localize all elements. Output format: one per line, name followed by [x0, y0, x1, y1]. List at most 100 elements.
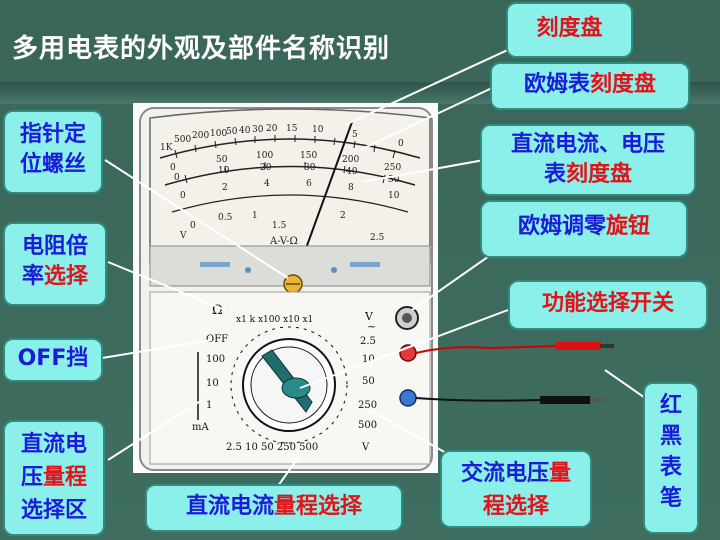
dc-scale-arc: [164, 165, 416, 186]
label-ohm-scale: 欧姆表刻度盘: [490, 62, 690, 110]
label-function-switch: 功能选择开关: [508, 280, 708, 330]
ohm-tick-5: 5: [352, 130, 358, 140]
row4-8: 8: [348, 183, 354, 193]
ma-label: mA: [192, 422, 209, 433]
right-scale-2-5: 2.5: [360, 336, 376, 347]
row4-0: 0: [180, 191, 186, 201]
label-pointer-screw: 指针定位螺丝: [3, 110, 103, 194]
row3-30: 30: [304, 163, 316, 173]
leader-dcv-range: [107, 399, 203, 461]
label-dcv-range-b: 量程: [43, 465, 88, 490]
label-ohm-zero-b: 旋钮: [606, 214, 651, 239]
label-dial: 刻度盘: [506, 2, 633, 58]
off-label: OFF: [206, 334, 228, 345]
leader-dial: [344, 41, 526, 126]
row4-2: 2: [222, 183, 228, 193]
row3-40: 40: [346, 167, 358, 177]
label-off-text: OFF挡: [17, 346, 89, 371]
label-acv-range-b: 量: [549, 461, 572, 486]
ohm-scale-arc: [159, 138, 421, 159]
label-ohm-mult-a: 电阻倍率: [21, 234, 88, 289]
label-dc-scale-c: 刻度盘: [566, 162, 633, 187]
v-symbol: V: [364, 310, 374, 323]
band-slot-right: [350, 262, 380, 267]
left-scale-10: 10: [206, 378, 219, 389]
row5-0: 0: [190, 221, 196, 231]
ohm-tick-100: 100: [210, 129, 227, 139]
band-dot-right: [331, 267, 337, 273]
leader-ohm-mult: [107, 261, 226, 311]
ohm-tick-40: 40: [239, 126, 251, 136]
row2-50: 50: [216, 155, 228, 165]
row3-20: 20: [260, 163, 272, 173]
row3-0: 0: [174, 173, 180, 183]
row2-100: 100: [256, 151, 273, 161]
label-function-switch-text: 功能选择开关: [541, 291, 674, 316]
right-scale-50: 50: [362, 376, 375, 387]
label-acv-range-a: 交流电压: [460, 461, 549, 486]
ohm-tick-15: 15: [286, 124, 298, 134]
label-dcv-range: 直流电压量程选择区: [3, 420, 105, 536]
label-acv-range-c: 程选择: [482, 494, 549, 519]
bottom-scale: 2.5 10 50 250 500: [226, 442, 318, 453]
row4-6: 6: [306, 179, 312, 189]
label-dc-scale: 直流电流、电压 表刻度盘: [480, 124, 696, 196]
label-dcv-range-c: 选择区: [20, 498, 87, 523]
leader-ohm-scale: [359, 87, 493, 151]
label-off: OFF挡: [3, 338, 103, 382]
ohm-tick-20: 20: [266, 124, 278, 134]
label-ohm-scale-b: 刻度盘: [590, 72, 657, 97]
leader-probes: [604, 369, 649, 401]
ohm-tick-500: 500: [174, 135, 191, 145]
row5-1: 1: [252, 211, 258, 221]
row5-0-5: 0.5: [218, 213, 233, 223]
band-slot-left: [200, 262, 230, 267]
label-dca-range-b: 量程选择: [274, 494, 363, 519]
black-probe: [540, 396, 590, 404]
label-dc-scale-line1: 直流电流、电压: [510, 132, 665, 157]
bottom-v-label: V: [361, 442, 370, 453]
row2-0: 0: [170, 163, 176, 173]
ac-scale-arc: [171, 194, 409, 213]
ohm-tick-50: 50: [226, 127, 238, 137]
label-ohm-mult: 电阻倍率选择: [3, 222, 107, 306]
ohm-tick-10: 10: [312, 125, 324, 135]
multiplier-label: x1 k x100 x10 x1: [236, 315, 313, 325]
row2-250: 250: [384, 163, 401, 173]
scale-center-label: A-V-Ω: [269, 236, 298, 247]
label-ohm-mult-b: 选择: [44, 264, 89, 289]
v-sub-symbol: ~: [367, 320, 376, 333]
label-ohm-scale-a: 欧姆表: [523, 72, 590, 97]
left-scale-100: 100: [206, 354, 225, 365]
ohm-tick-0: 0: [398, 139, 404, 149]
row5-2: 2: [340, 211, 346, 221]
label-probes: 红黑表笔: [643, 382, 699, 534]
scale-ticks: [174, 135, 396, 184]
leader-function-switch: [299, 309, 509, 389]
row2-150: 150: [300, 151, 317, 161]
label-acv-range: 交流电压量程选择: [440, 450, 592, 528]
switch-ring: [230, 326, 348, 444]
label-probes-text: 红黑表笔: [659, 393, 682, 511]
label-pointer-screw-text: 指针定位螺丝: [19, 122, 86, 177]
small-v-label: V: [179, 231, 187, 241]
left-scale-1: 1: [206, 400, 212, 411]
label-dca-range: 直流电流量程选择: [145, 484, 403, 532]
leader-dc-scale: [361, 159, 485, 183]
row4-10: 10: [388, 191, 400, 201]
row5-2-5: 2.5: [370, 233, 385, 243]
leader-pointer-screw: [104, 159, 289, 279]
row2-200: 200: [342, 155, 359, 165]
slide-title: 多用电表的外观及部件名称识别: [12, 34, 391, 64]
ohm-tick-200: 200: [192, 131, 209, 141]
band-dot-left: [245, 267, 251, 273]
red-lead: [415, 345, 556, 354]
leader-dca-range: [277, 454, 301, 487]
row4-4: 4: [264, 179, 270, 189]
label-dcv-range-a: 直流电压: [20, 432, 87, 490]
black-lead: [415, 397, 541, 402]
right-scale-500: 500: [358, 420, 377, 431]
label-dc-scale-line2: 表刻度盘: [482, 160, 694, 190]
row3-50: 50: [388, 175, 400, 185]
